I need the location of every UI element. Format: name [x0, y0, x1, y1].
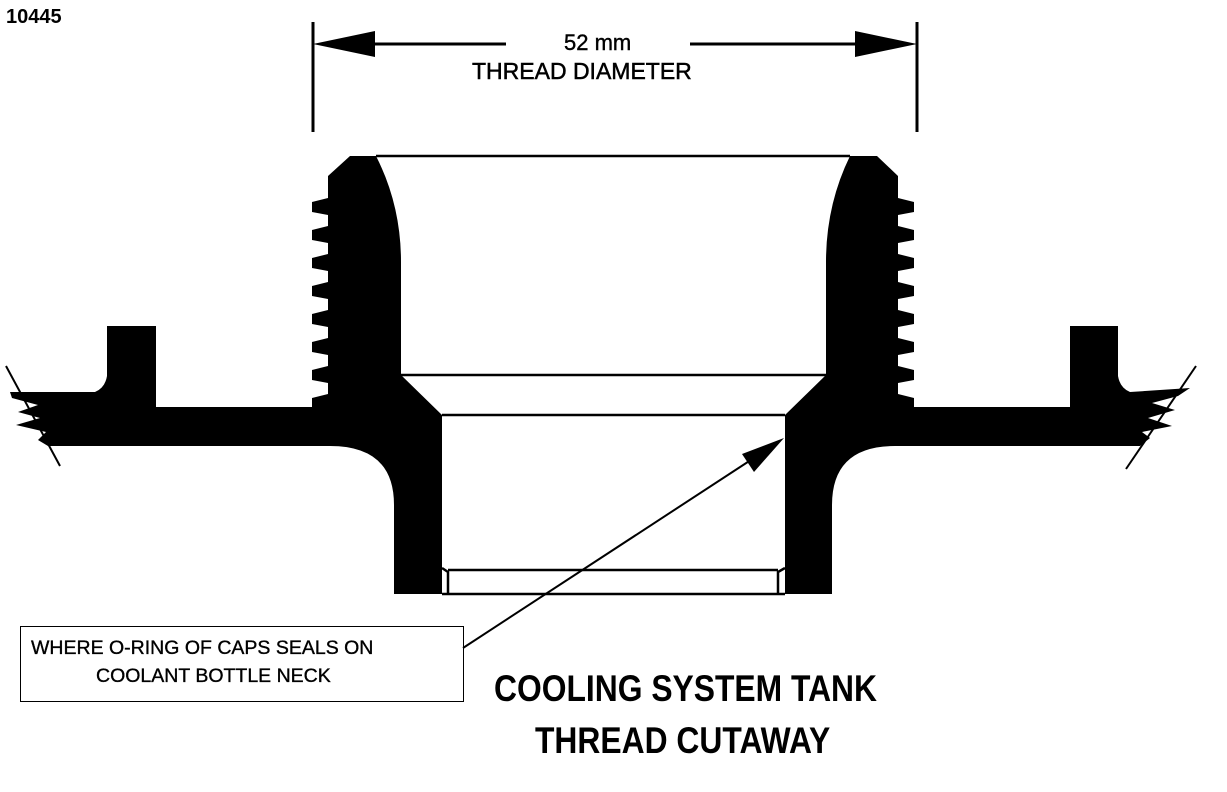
callout-arrowhead: [742, 438, 784, 472]
figure-number: 10445: [6, 6, 62, 28]
callout-box: [20, 626, 464, 702]
diagram-title-line-2: THREAD CUTAWAY: [535, 720, 831, 761]
bottom-lip-right: [776, 566, 786, 594]
dimension-arrow-right: [855, 31, 917, 57]
dimension-label: THREAD DIAMETER: [472, 58, 692, 85]
break-line-left: [5, 365, 61, 467]
tank-wall-right: [895, 326, 1190, 446]
break-line-right: [1125, 365, 1197, 470]
bore-outlines: [376, 154, 850, 596]
tank-wall-left: [10, 326, 330, 446]
callout-leader-line: [462, 453, 761, 649]
dimension-value: 52 mm: [564, 30, 632, 55]
bottom-lip-left: [441, 566, 450, 594]
callout-text-line-1: WHERE O-RING OF CAPS SEALS ON: [31, 637, 374, 659]
callout-text-line-2: COOLANT BOTTLE NECK: [96, 665, 331, 687]
diagram-title-line-1: COOLING SYSTEM TANK: [494, 668, 878, 709]
dimension-arrow-left: [313, 31, 375, 57]
neck-section-left: [312, 156, 442, 594]
neck-section-right: [785, 156, 914, 594]
